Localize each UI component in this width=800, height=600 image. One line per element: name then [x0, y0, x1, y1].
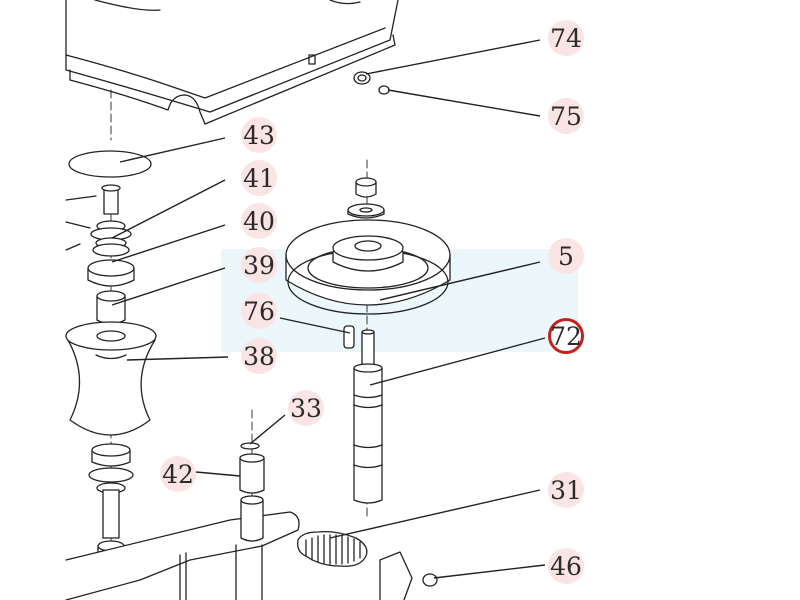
cap-43	[68, 150, 152, 178]
callout-42[interactable]: 42	[160, 456, 196, 492]
shaft-72	[353, 329, 383, 504]
callout-38[interactable]: 38	[241, 338, 277, 374]
callout-74[interactable]: 74	[548, 20, 584, 56]
callout-76[interactable]: 76	[241, 293, 277, 329]
callout-72-selected[interactable]: 72	[548, 318, 584, 354]
callout-43[interactable]: 43	[241, 117, 277, 153]
pulley-5	[285, 219, 451, 315]
leader-lines	[111, 39, 546, 579]
callout-40[interactable]: 40	[241, 203, 277, 239]
callout-41[interactable]: 41	[241, 160, 277, 196]
callout-33[interactable]: 33	[288, 390, 324, 426]
callout-39[interactable]: 39	[241, 247, 277, 283]
callout-31[interactable]: 31	[548, 472, 584, 508]
callout-46[interactable]: 46	[548, 548, 584, 584]
housing-cover	[65, 0, 399, 125]
callout-75[interactable]: 75	[548, 98, 584, 134]
callout-5[interactable]: 5	[548, 238, 584, 274]
